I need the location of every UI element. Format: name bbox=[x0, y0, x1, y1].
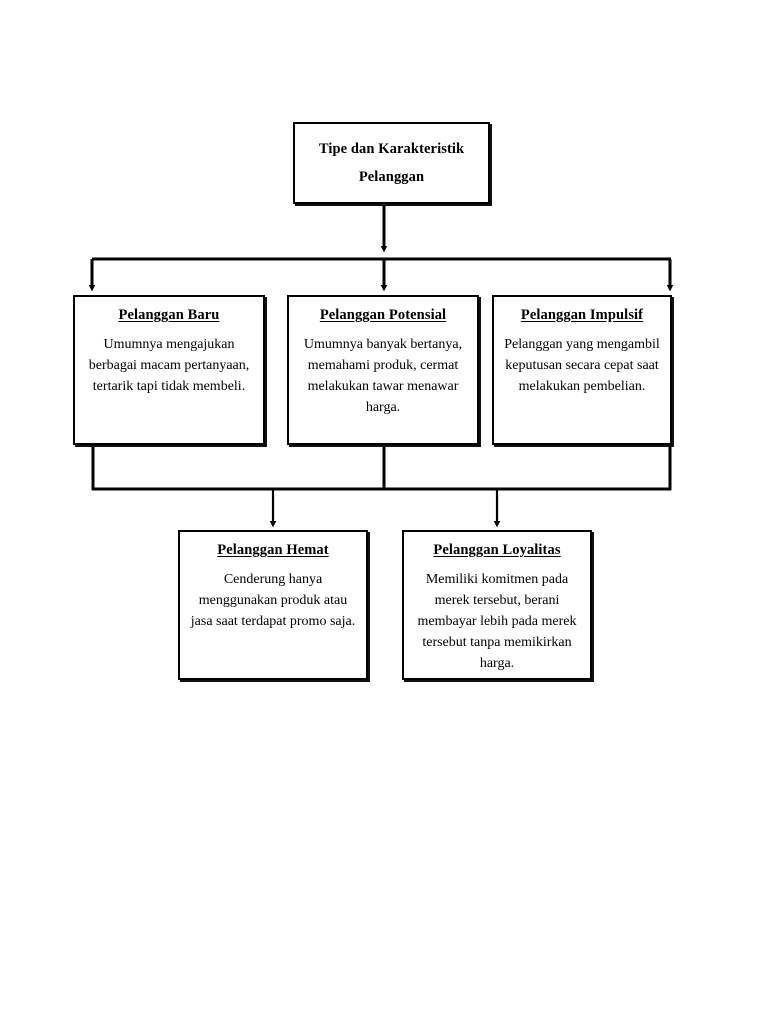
node-pelanggan-baru-body: Umumnya mengajukan berbagai macam pertan… bbox=[88, 336, 250, 394]
node-pelanggan-hemat-heading: Pelanggan Hemat bbox=[217, 542, 329, 558]
node-pelanggan-potensial-heading: Pelanggan Potensial bbox=[319, 307, 447, 323]
node-pelanggan-impulsif[interactable]: Pelanggan Impulsif Pelanggan yang mengam… bbox=[492, 295, 672, 445]
node-pelanggan-impulsif-heading: Pelanggan Impulsif bbox=[520, 307, 644, 323]
node-root-title-line2: Pelanggan bbox=[358, 168, 425, 185]
node-root[interactable]: Tipe dan Karakteristik Pelanggan bbox=[293, 122, 490, 204]
node-root-title-line1: Tipe dan Karakteristik bbox=[318, 141, 465, 157]
node-pelanggan-impulsif-body: Pelanggan yang mengambil keputusan secar… bbox=[504, 336, 660, 394]
node-pelanggan-loyalitas-body: Memiliki komitmen pada merek tersebut, b… bbox=[417, 571, 577, 671]
node-pelanggan-baru-heading: Pelanggan Baru bbox=[118, 307, 220, 323]
node-pelanggan-hemat[interactable]: Pelanggan Hemat Cenderung hanya mengguna… bbox=[178, 530, 368, 680]
node-pelanggan-loyalitas[interactable]: Pelanggan Loyalitas Memiliki komitmen pa… bbox=[402, 530, 592, 680]
node-pelanggan-hemat-body: Cenderung hanya menggunakan produk atau … bbox=[190, 571, 356, 629]
node-pelanggan-baru[interactable]: Pelanggan Baru Umumnya mengajukan berbag… bbox=[73, 295, 265, 445]
node-pelanggan-potensial[interactable]: Pelanggan Potensial Umumnya banyak berta… bbox=[287, 295, 479, 445]
node-pelanggan-potensial-body: Umumnya banyak bertanya, memahami produk… bbox=[303, 336, 463, 415]
node-pelanggan-loyalitas-heading: Pelanggan Loyalitas bbox=[433, 542, 561, 558]
